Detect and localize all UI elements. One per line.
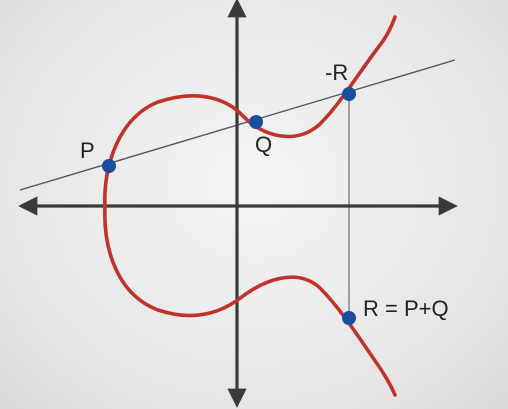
curve-lower-branch	[103, 204, 397, 397]
point-p	[102, 159, 116, 173]
curve-upper-branch	[103, 15, 397, 208]
point-neg-r	[342, 87, 356, 101]
label-r: R = P+Q	[363, 296, 449, 321]
point-q	[249, 115, 263, 129]
point-r	[342, 311, 356, 325]
label-p: P	[80, 138, 95, 163]
label-neg-r: -R	[325, 60, 348, 85]
label-q: Q	[255, 132, 272, 157]
